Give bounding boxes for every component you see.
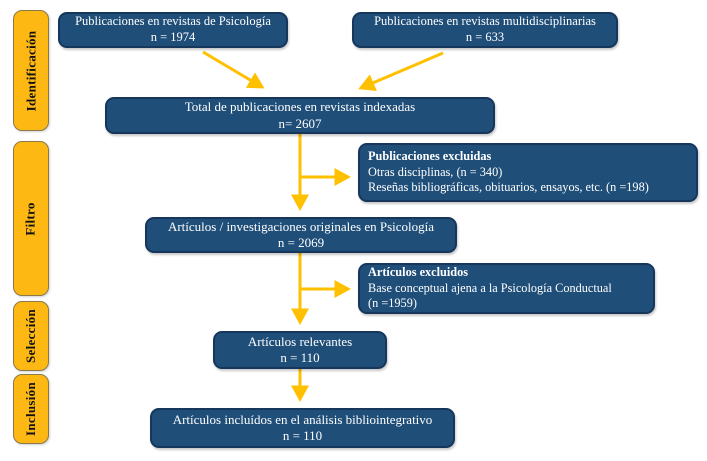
- node-articulos-relevantes-text: Artículos relevantes: [247, 333, 353, 349]
- node-publicaciones-multidisciplinarias-text: Publicaciones en revistas multidisciplin…: [374, 14, 596, 29]
- stage-identificacion: Identificación: [13, 10, 49, 131]
- node-articulos-excluidos-line2: (n =1959): [368, 296, 417, 311]
- arrow-psych-to-total: [202, 50, 265, 89]
- stage-identificacion-label: Identificación: [23, 30, 39, 111]
- node-total-publicaciones-n: n= 2607: [278, 115, 322, 131]
- arrow-multi-to-total: [358, 51, 444, 91]
- node-articulos-incluidos-n: n = 110: [282, 428, 323, 443]
- stage-inclusion: Inclusión: [13, 374, 49, 444]
- stage-seleccion: Selección: [13, 301, 49, 371]
- node-articulos-originales-text: Artículos / investigaciones originales e…: [167, 218, 435, 234]
- node-publicaciones-excluidas-title: Publicaciones excluidas: [368, 149, 492, 164]
- node-total-publicaciones-text: Total de publicaciones en revistas index…: [184, 99, 416, 115]
- node-articulos-excluidos-line1: Base conceptual ajena a la Psicología Co…: [368, 280, 612, 295]
- node-articulos-relevantes: Artículos relevantes n = 110: [213, 331, 387, 369]
- node-articulos-relevantes-n: n = 110: [280, 350, 320, 365]
- stage-inclusion-label: Inclusión: [23, 381, 39, 437]
- node-articulos-excluidos-title: Artículos excluidos: [368, 265, 469, 280]
- node-publicaciones-psicologia-text: Publicaciones en revistas de Psicología: [75, 14, 271, 29]
- node-publicaciones-excluidas-line1: Otras disciplinas, (n = 340): [368, 164, 503, 179]
- node-publicaciones-excluidas: Publicaciones excluidas Otras disciplina…: [358, 143, 698, 202]
- node-articulos-incluidos: Artículos incluídos en el análisis bibli…: [150, 408, 455, 448]
- stage-seleccion-label: Selección: [23, 309, 38, 363]
- node-publicaciones-psicologia-n: n = 1974: [150, 30, 196, 44]
- node-articulos-originales-n: n = 2069: [277, 235, 325, 250]
- node-publicaciones-multidisciplinarias: Publicaciones en revistas multidisciplin…: [352, 12, 618, 48]
- stage-filtro: Filtro: [13, 141, 49, 296]
- node-publicaciones-excluidas-line2: Reseñas bibliográficas, obituarios, ensa…: [368, 180, 649, 195]
- node-articulos-originales: Artículos / investigaciones originales e…: [145, 217, 457, 253]
- node-articulos-incluidos-text: Artículos incluídos en el análisis bibli…: [172, 411, 433, 427]
- node-publicaciones-psicologia: Publicaciones en revistas de Psicología …: [58, 12, 288, 48]
- node-articulos-excluidos: Artículos excluidos Base conceptual ajen…: [358, 263, 655, 314]
- node-total-publicaciones: Total de publicaciones en revistas index…: [105, 97, 495, 134]
- node-publicaciones-multidisciplinarias-n: n = 633: [465, 30, 505, 44]
- stage-filtro-label: Filtro: [23, 201, 38, 236]
